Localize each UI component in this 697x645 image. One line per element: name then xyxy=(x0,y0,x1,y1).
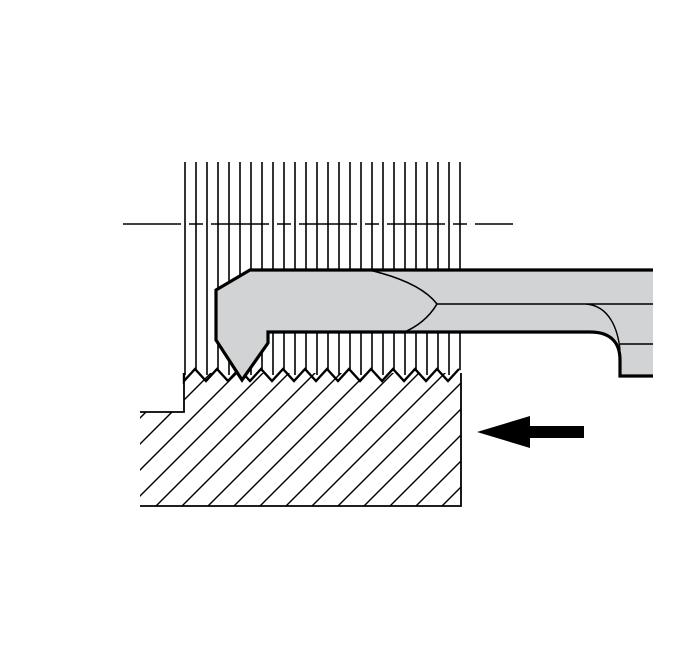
tool-shoulder-curve xyxy=(585,303,621,351)
workpiece-outline xyxy=(140,373,462,507)
threading-tool xyxy=(214,268,653,383)
thread-profile xyxy=(182,367,460,385)
tool-body xyxy=(216,270,653,380)
tool-lens-curve xyxy=(368,269,438,334)
workpiece-hatch xyxy=(140,373,461,506)
feed-arrow-icon xyxy=(477,416,584,448)
tool-outline xyxy=(214,268,653,383)
